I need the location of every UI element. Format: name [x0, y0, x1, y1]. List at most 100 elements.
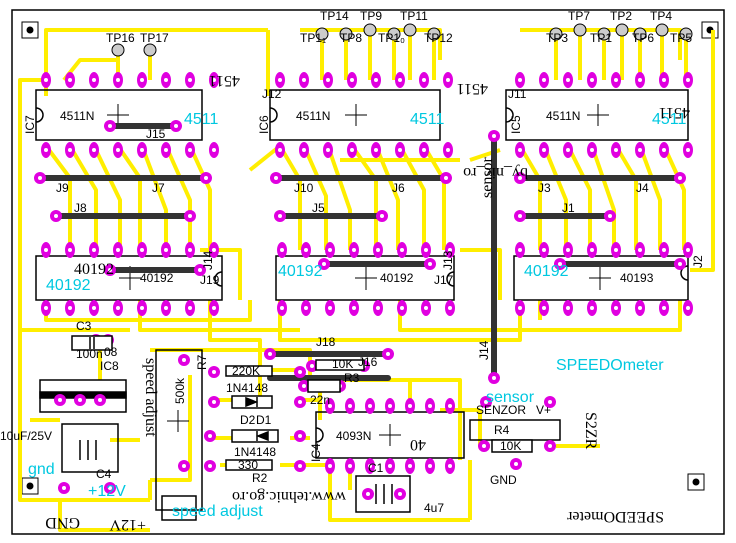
pad-hole — [484, 400, 488, 404]
j3-label: J3 — [538, 181, 551, 195]
pad-hole — [398, 78, 402, 82]
pad-hole — [374, 148, 378, 152]
j14a-label: J14 — [201, 250, 215, 270]
pad-hole — [304, 248, 308, 252]
counter1-body — [35, 255, 223, 301]
d2-ref: D2 — [240, 413, 256, 427]
pad-hole — [388, 404, 392, 408]
pad-hole — [614, 248, 618, 252]
pad-hole — [662, 306, 666, 310]
pad-hole — [424, 248, 428, 252]
pad-hole — [376, 248, 380, 252]
pad-hole — [108, 124, 112, 128]
pad-hole — [68, 78, 72, 82]
labels: TP16 TP17 TP14 TP9 TP11 TP1₁ TP8 TP1₀ TP… — [0, 9, 705, 533]
tp1-label: TP1 — [590, 31, 612, 45]
pad-hole — [662, 248, 666, 252]
pad-hole — [614, 306, 618, 310]
pad-hole — [274, 176, 278, 180]
pad-hole — [212, 248, 216, 252]
pad-hole — [208, 434, 212, 438]
c1-val: 4u7 — [424, 501, 444, 515]
r7-ref: R7 — [195, 354, 209, 370]
ic5-name: 4511N — [546, 109, 580, 123]
pad-hole — [92, 148, 96, 152]
pad-hole — [198, 268, 202, 272]
ic7-cyan: 4511 — [184, 111, 219, 128]
c4-ref: C4 — [96, 467, 112, 481]
pad-hole — [38, 176, 42, 180]
sensor-cyan: sensor — [486, 389, 535, 406]
pad-hole — [518, 176, 522, 180]
pad-hole — [446, 78, 450, 82]
pad-hole — [380, 214, 384, 218]
j4-label: J4 — [636, 181, 649, 195]
pad-hole — [140, 306, 144, 310]
pad-hole — [140, 148, 144, 152]
pad-hole — [58, 398, 62, 402]
pad-hole — [686, 78, 690, 82]
pad-hole — [446, 148, 450, 152]
cap22n-val: 22n — [310, 393, 330, 407]
pad-hole — [542, 148, 546, 152]
pad-hole — [140, 248, 144, 252]
pad-hole — [298, 434, 302, 438]
pad-hole — [302, 148, 306, 152]
ic7-mirror: 4511 — [209, 72, 240, 89]
pad-hole — [328, 248, 332, 252]
pad-hole — [116, 148, 120, 152]
pad-hole — [164, 306, 168, 310]
pad-hole — [492, 134, 496, 138]
pad-hole — [368, 404, 372, 408]
pad-hole — [328, 404, 332, 408]
j18-label: J18 — [316, 335, 336, 349]
j17-label: J17 — [434, 273, 454, 287]
r2-ref: R2 — [252, 471, 268, 485]
pad-hole — [608, 214, 612, 218]
counter2-body — [275, 255, 455, 301]
pad-hole — [278, 78, 282, 82]
pad-hole — [328, 306, 332, 310]
ic6-ref: IC6 — [257, 115, 271, 134]
test-point-marker — [387, 27, 401, 41]
pad-hole — [514, 462, 518, 466]
pad-hole — [116, 306, 120, 310]
pad-hole — [614, 78, 618, 82]
j8-label: J8 — [74, 201, 87, 215]
pad-hole — [590, 306, 594, 310]
pad-hole — [352, 306, 356, 310]
ic5-cyan: 4511 — [652, 111, 687, 128]
j13-label: J13 — [441, 250, 455, 270]
speed-adjust-mirror: speed adjust — [142, 358, 159, 437]
j15-label: J15 — [146, 127, 166, 141]
ic6-mirror: 4511 — [457, 80, 488, 97]
pad-hole — [686, 248, 690, 252]
pad-hole — [164, 78, 168, 82]
tp2-label: TP2 — [610, 9, 632, 23]
pad-hole — [140, 78, 144, 82]
pad-hole — [116, 248, 120, 252]
pad-hole — [542, 248, 546, 252]
pad-hole — [302, 78, 306, 82]
pad-hole — [518, 148, 522, 152]
j2-label: J2 — [691, 255, 705, 268]
tp8-label: TP8 — [340, 31, 362, 45]
tp9-label: TP9 — [360, 9, 382, 23]
pad-hole — [350, 78, 354, 82]
jumpers — [37, 123, 683, 381]
pad-hole — [566, 78, 570, 82]
j6-label: J6 — [392, 181, 405, 195]
pad-hole — [366, 492, 370, 496]
r3-ref: R3 — [344, 371, 360, 385]
ic6-cyan: 4511 — [410, 111, 445, 128]
pad-hole — [590, 78, 594, 82]
tp13-label: TP1₁ — [300, 31, 326, 45]
test-point-marker — [143, 43, 157, 57]
ic4-ref: IC4 — [309, 443, 323, 462]
pad-hole — [208, 464, 212, 468]
gnd-yellow: GND — [45, 514, 80, 531]
pad-hole — [174, 124, 178, 128]
pad-hole — [328, 464, 332, 468]
pad-hole — [678, 262, 682, 266]
pad-hole — [444, 176, 448, 180]
